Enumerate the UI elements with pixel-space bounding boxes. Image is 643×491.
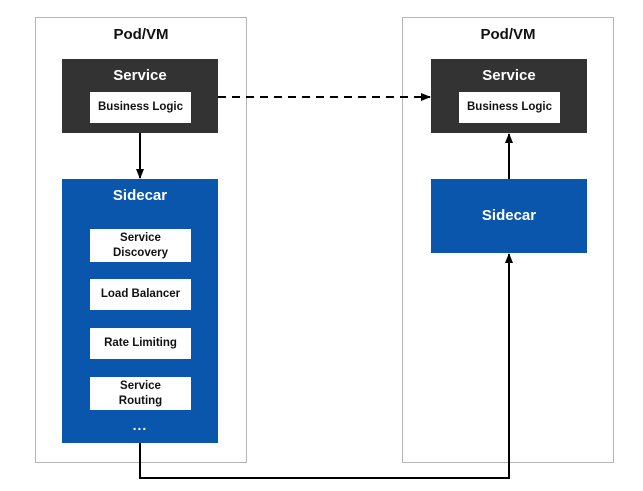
- sidecar-more-ellipsis: ...: [132, 417, 148, 433]
- right-business-logic: Business Logic: [459, 92, 560, 123]
- left-sidecar-box: Sidecar Service Discovery Load Balancer …: [62, 179, 218, 443]
- sidecar-item-rate-limiting: Rate Limiting: [90, 328, 191, 359]
- left-business-logic: Business Logic: [90, 92, 191, 123]
- left-pod-title: Pod/VM: [113, 26, 169, 43]
- left-sidecar-title: Sidecar: [112, 187, 168, 204]
- left-service-box: Service Business Logic: [62, 59, 218, 133]
- sidecar-item-service-discovery: Service Discovery: [90, 229, 191, 262]
- right-service-title: Service: [482, 67, 536, 84]
- right-sidecar-box: Sidecar: [431, 179, 587, 253]
- sidecar-item-service-routing: Service Routing: [90, 377, 191, 410]
- right-service-box: Service Business Logic: [431, 59, 587, 133]
- sidecar-item-load-balancer: Load Balancer: [90, 279, 191, 310]
- left-service-title: Service: [113, 67, 167, 84]
- right-sidecar-title: Sidecar: [481, 207, 537, 224]
- right-pod-title: Pod/VM: [480, 26, 536, 43]
